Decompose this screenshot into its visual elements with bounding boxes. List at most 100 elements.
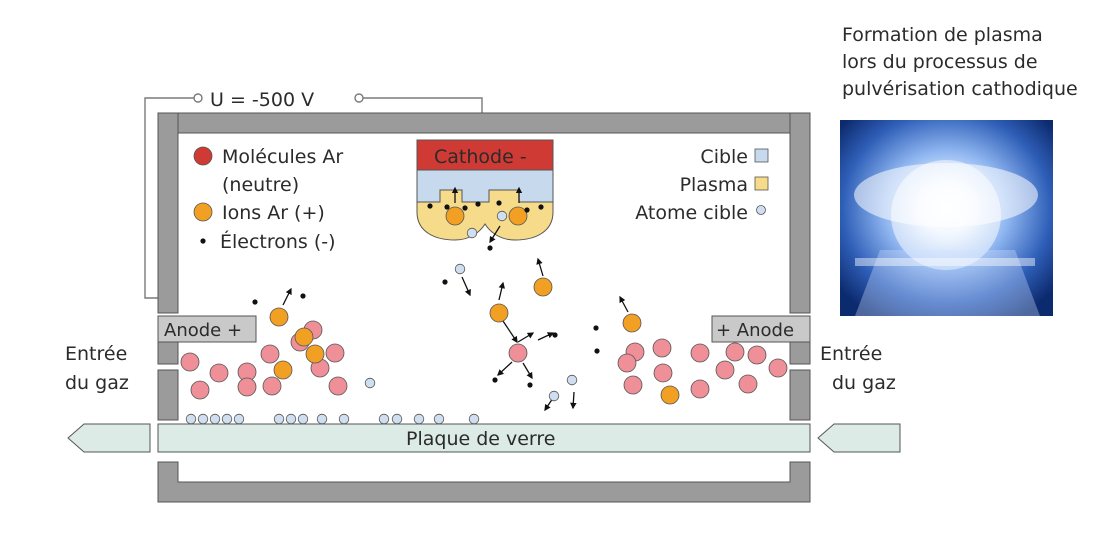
motion-arrow <box>537 332 555 341</box>
electron <box>538 204 544 210</box>
target-atom <box>391 413 403 425</box>
legend-target-swatch <box>754 148 769 163</box>
target-atom <box>338 413 350 425</box>
electron <box>594 348 600 354</box>
particles <box>180 200 788 425</box>
glass-plate-label: Plaque de verre <box>406 428 556 450</box>
target-atom <box>433 413 445 425</box>
ar-molecule <box>725 342 745 362</box>
ar-molecule <box>508 343 528 363</box>
ar-ion <box>533 277 553 297</box>
motion-arrow <box>536 257 544 277</box>
ar-ion <box>294 327 314 347</box>
target-atom <box>468 413 480 425</box>
target-atom <box>316 413 328 425</box>
caption-line-2: lors du processus de <box>842 51 1038 73</box>
ar-ion <box>660 385 680 405</box>
electron <box>462 205 468 211</box>
electron <box>496 200 502 206</box>
legend-ar-ion-swatch <box>193 202 213 222</box>
legend-ar-molecule-swatch <box>193 146 213 166</box>
anode-left-label: Anode + <box>164 320 242 341</box>
electron <box>252 299 258 305</box>
ar-ion <box>269 307 289 327</box>
legend-plasma-swatch <box>754 176 769 191</box>
ar-molecule <box>653 363 673 383</box>
ar-ion <box>445 206 465 226</box>
target-atom <box>496 210 508 222</box>
ar-molecule <box>260 344 280 364</box>
ar-molecule <box>715 360 735 380</box>
target-atom <box>566 374 578 386</box>
electron <box>593 325 599 331</box>
target-atom <box>378 413 390 425</box>
target-atom <box>364 377 376 389</box>
ar-molecule <box>262 376 282 396</box>
cathode-assembly: Cathode - <box>416 139 554 241</box>
legend-right: Cible Plasma Atome cible <box>635 146 769 224</box>
photo-caption: Formation de plasma lors du processus de… <box>842 22 1112 103</box>
target-atom <box>221 413 233 425</box>
electron <box>442 279 448 285</box>
target-atom <box>466 227 478 239</box>
ar-molecule <box>325 343 345 363</box>
target-atom <box>548 390 560 402</box>
target-atom <box>273 413 285 425</box>
anode-right: + Anode <box>711 315 811 343</box>
ar-ion <box>622 313 642 333</box>
ar-molecule <box>617 353 637 373</box>
voltage-circuit: U = -500 V <box>144 89 483 299</box>
motion-arrow <box>502 320 518 344</box>
legend-electron-swatch <box>200 238 206 244</box>
target-atom <box>413 413 425 425</box>
caption-line-3: pulvérisation cathodique <box>842 78 1078 100</box>
motion-arrow <box>522 362 533 380</box>
plate-motion-arrow-left <box>67 423 151 453</box>
legend-electrons: Électrons (-) <box>220 230 336 253</box>
anode-right-label: + Anode <box>716 320 794 341</box>
target-atom <box>185 413 197 425</box>
legend-plasma: Plasma <box>680 174 748 196</box>
legend-left: Molécules Ar (neutre) Ions Ar (+) Électr… <box>193 146 343 253</box>
ar-molecule <box>747 345 767 365</box>
motion-arrow <box>497 361 513 376</box>
legend-target-atom-swatch <box>756 205 766 215</box>
target-atom <box>297 413 309 425</box>
legend-ar-ions: Ions Ar (+) <box>222 202 325 224</box>
electron <box>444 204 450 210</box>
legend-target-atom: Atome cible <box>635 202 748 224</box>
motion-arrow <box>461 276 471 297</box>
gas-inlet-left-line2: du gaz <box>65 372 129 394</box>
ar-ion <box>489 303 509 323</box>
motion-arrow <box>498 281 505 301</box>
electron <box>552 332 558 338</box>
target-atom <box>233 413 245 425</box>
cathode-label: Cathode - <box>434 146 527 168</box>
ar-molecule <box>690 379 710 399</box>
motion-arrow <box>619 295 629 313</box>
ar-ion <box>508 206 528 226</box>
electron <box>487 245 493 251</box>
chamber <box>157 112 811 503</box>
ar-ion <box>305 344 325 364</box>
gas-inlet-left-line1: Entrée <box>65 343 127 365</box>
plate-motion-arrow-right <box>817 423 901 453</box>
ar-molecule <box>328 376 348 396</box>
ar-ion <box>273 360 293 380</box>
target-atom <box>197 413 209 425</box>
ar-molecule <box>623 375 643 395</box>
target-block <box>416 169 554 203</box>
electron <box>300 293 306 299</box>
electron <box>492 377 498 383</box>
glass-plate: Plaque de verre <box>67 423 901 453</box>
legend-ar-molecules-line2: (neutre) <box>222 174 299 196</box>
motion-arrows <box>282 186 629 412</box>
electron <box>475 201 481 207</box>
ar-molecule <box>690 343 710 363</box>
caption-line-1: Formation de plasma <box>842 24 1043 46</box>
ar-molecule <box>652 338 672 358</box>
motion-arrow <box>489 225 501 244</box>
ar-molecule <box>768 358 788 378</box>
electron <box>527 382 533 388</box>
target-atom <box>285 413 297 425</box>
